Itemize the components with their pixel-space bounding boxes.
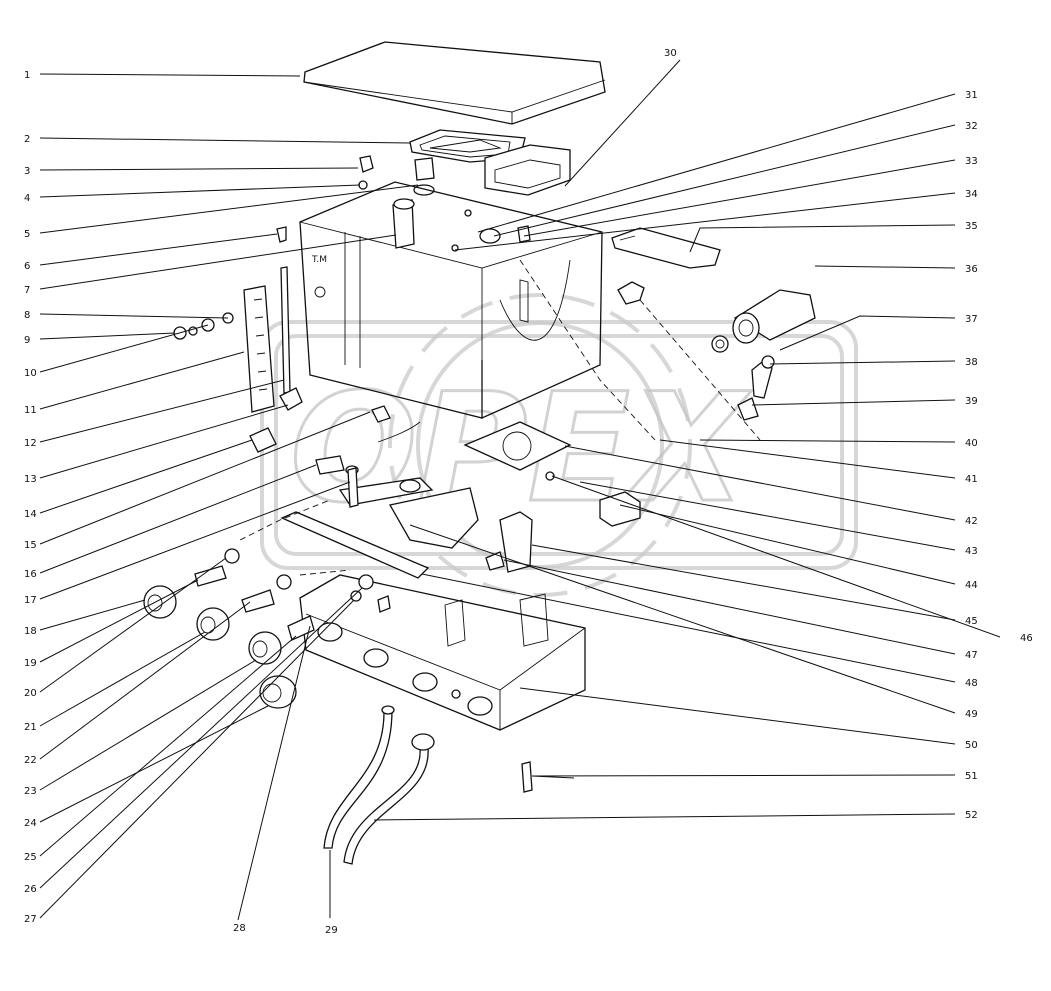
part-stem-25 bbox=[287, 615, 315, 641]
assembly-line-1 bbox=[519, 259, 656, 441]
part-hose-end bbox=[381, 705, 395, 715]
callout-label-12: 12 bbox=[24, 438, 37, 449]
callout-label-39: 39 bbox=[965, 396, 978, 407]
part-hose-nut bbox=[411, 733, 435, 751]
callout-label-27: 27 bbox=[24, 914, 37, 925]
part-oring-27 bbox=[350, 590, 362, 602]
part-plug-28 bbox=[377, 595, 391, 613]
part-drain-valve bbox=[521, 761, 575, 793]
part-knob-23 bbox=[248, 631, 282, 665]
callout-label-26: 26 bbox=[24, 884, 37, 895]
callout-label-20: 20 bbox=[24, 688, 37, 699]
part-sight-gauge bbox=[243, 266, 303, 413]
callout-label-8: 8 bbox=[24, 310, 30, 321]
part-pump-plate bbox=[463, 421, 572, 471]
callout-label-35: 35 bbox=[965, 221, 978, 232]
callout-label-9: 9 bbox=[24, 335, 30, 346]
callout-label-46: 46 bbox=[1020, 633, 1033, 644]
part-plug bbox=[359, 155, 374, 173]
callout-label-36: 36 bbox=[965, 264, 978, 275]
callout-label-5: 5 bbox=[24, 229, 30, 240]
watermark-frame-inner bbox=[274, 334, 844, 556]
callout-labels: 1234567891011121314151617181920212223242… bbox=[24, 48, 1033, 936]
part-lid bbox=[303, 41, 606, 125]
callout-label-10: 10 bbox=[24, 368, 37, 379]
part-rail bbox=[280, 511, 430, 579]
callout-label-4: 4 bbox=[24, 193, 30, 204]
tank-marking: T.M bbox=[311, 255, 327, 265]
callout-label-19: 19 bbox=[24, 658, 37, 669]
part-bleed-valve bbox=[737, 355, 775, 421]
part-stem-19 bbox=[194, 565, 227, 587]
part-clip bbox=[249, 427, 277, 453]
callout-label-33: 33 bbox=[965, 156, 978, 167]
assembly-line-3 bbox=[239, 499, 331, 541]
callout-label-23: 23 bbox=[24, 786, 37, 797]
callout-label-30: 30 bbox=[664, 48, 677, 59]
callout-label-38: 38 bbox=[965, 357, 978, 368]
part-oring-26 bbox=[358, 574, 374, 590]
callout-label-31: 31 bbox=[965, 90, 978, 101]
callout-label-47: 47 bbox=[965, 650, 978, 661]
part-valve-fitting bbox=[711, 289, 816, 353]
assembly-line-2 bbox=[639, 299, 761, 441]
leader-lines bbox=[39, 59, 1001, 921]
callout-label-43: 43 bbox=[965, 546, 978, 557]
part-screw bbox=[276, 226, 287, 243]
part-tank: T.M bbox=[299, 181, 603, 420]
callout-label-21: 21 bbox=[24, 722, 37, 733]
callout-label-25: 25 bbox=[24, 852, 37, 863]
callout-label-3: 3 bbox=[24, 166, 30, 177]
callout-label-37: 37 bbox=[965, 314, 978, 325]
part-stem-22 bbox=[241, 589, 275, 613]
callout-label-42: 42 bbox=[965, 516, 978, 527]
part-knob-24 bbox=[259, 675, 297, 709]
part-pump-manifold bbox=[315, 405, 479, 549]
callout-label-6: 6 bbox=[24, 261, 30, 272]
callout-label-34: 34 bbox=[965, 189, 978, 200]
callout-label-15: 15 bbox=[24, 540, 37, 551]
part-hose-52 bbox=[343, 747, 429, 865]
callout-label-22: 22 bbox=[24, 755, 37, 766]
assembly-line-4 bbox=[299, 569, 351, 576]
callout-label-18: 18 bbox=[24, 626, 37, 637]
callout-label-51: 51 bbox=[965, 771, 978, 782]
callout-label-1: 1 bbox=[24, 70, 30, 81]
callout-label-44: 44 bbox=[965, 580, 978, 591]
callout-label-16: 16 bbox=[24, 569, 37, 580]
callout-label-41: 41 bbox=[965, 474, 978, 485]
callout-label-17: 17 bbox=[24, 595, 37, 606]
part-knob-21 bbox=[196, 607, 230, 641]
callout-label-52: 52 bbox=[965, 810, 978, 821]
part-oring-20 bbox=[224, 548, 240, 564]
callout-label-2: 2 bbox=[24, 134, 30, 145]
callout-label-14: 14 bbox=[24, 509, 37, 520]
part-oring-22 bbox=[276, 574, 292, 590]
callout-label-32: 32 bbox=[965, 121, 978, 132]
callout-label-49: 49 bbox=[965, 709, 978, 720]
part-elbow bbox=[617, 281, 645, 305]
callout-label-29: 29 bbox=[325, 925, 338, 936]
part-washer-small bbox=[358, 180, 368, 190]
part-hose-29 bbox=[323, 709, 393, 849]
callout-label-28: 28 bbox=[233, 923, 246, 934]
callout-label-48: 48 bbox=[965, 678, 978, 689]
callout-label-11: 11 bbox=[24, 405, 37, 416]
callout-label-45: 45 bbox=[965, 616, 978, 627]
part-base-tray bbox=[299, 574, 586, 731]
callout-label-40: 40 bbox=[965, 438, 978, 449]
part-knob-18 bbox=[143, 585, 177, 619]
callout-label-7: 7 bbox=[24, 285, 30, 296]
part-small-plate bbox=[611, 227, 721, 269]
callout-label-13: 13 bbox=[24, 474, 37, 485]
callout-label-50: 50 bbox=[965, 740, 978, 751]
callout-label-24: 24 bbox=[24, 818, 37, 829]
part-cap bbox=[413, 157, 435, 196]
